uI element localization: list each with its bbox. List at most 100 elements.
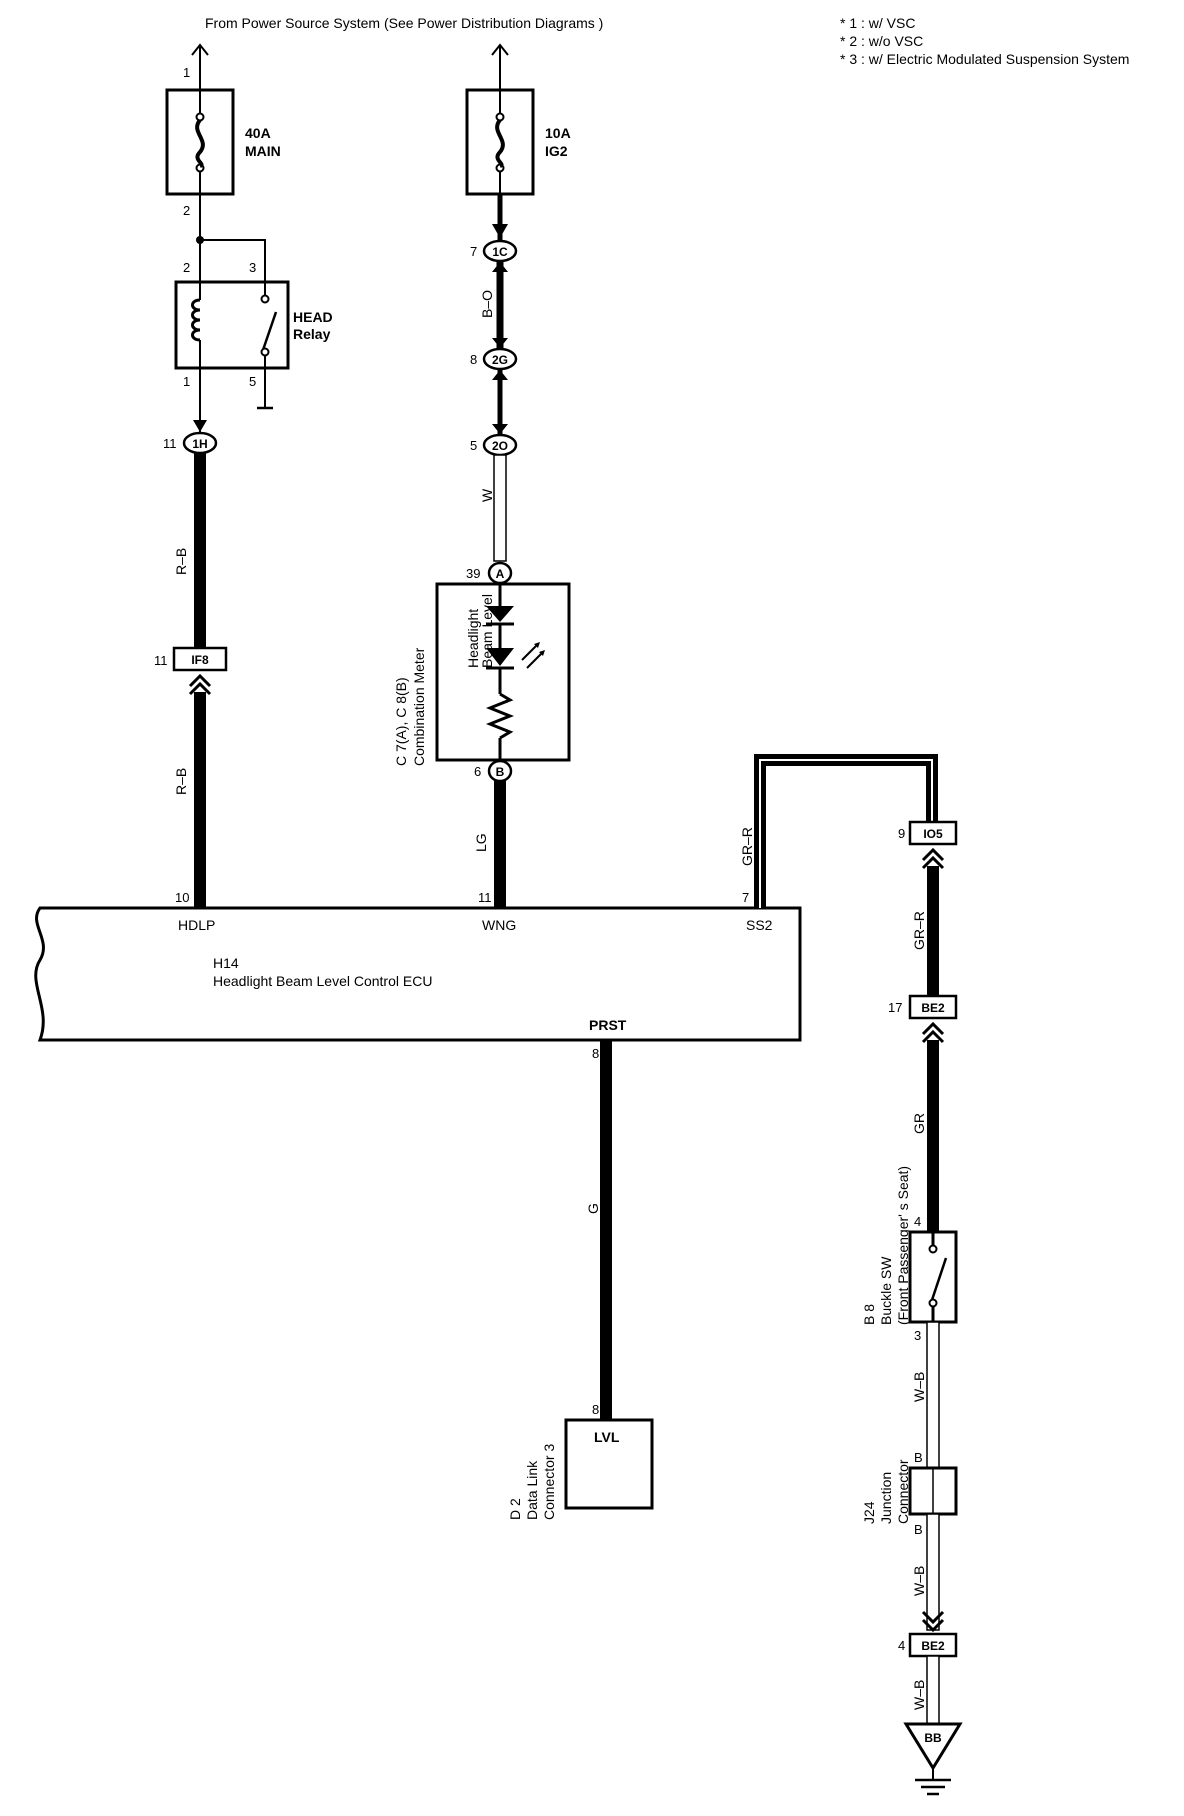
relay-pin-3: 3: [249, 260, 256, 275]
meter-label-2: Combination Meter: [411, 647, 427, 766]
ecu-pin-wng: 11: [478, 890, 492, 905]
buckle-label-1: B 8: [861, 1304, 877, 1325]
connector-if8-label: IF8: [191, 653, 209, 667]
ig2-fuse-name: IG2: [545, 143, 568, 159]
ground-icon: [915, 1778, 951, 1796]
relay-coil-icon: [191, 298, 201, 342]
fuse-element-icon: [195, 118, 205, 168]
conn-1c-pin: 7: [470, 244, 477, 259]
ecu-term-hdlp: HDLP: [178, 917, 215, 933]
wire-wb-middle: [926, 1513, 940, 1631]
junction-label-3: Connector: [895, 1459, 911, 1524]
wire-rb-upper-label: R–B: [173, 548, 189, 575]
relay-name-1: HEAD: [293, 309, 333, 325]
connector-2g-label: 2G: [492, 353, 508, 367]
buckle-circuit: GR–R 9 IO5 GR–R 17 BE2 GR 4 B 8 Buckle S…: [739, 754, 963, 1796]
wire-wb-middle-label: W–B: [911, 1566, 927, 1596]
dlc-label-3: Connector 3: [541, 1444, 557, 1520]
conn-2o-pin: 5: [470, 438, 477, 453]
connector-a-label: A: [496, 567, 505, 581]
buckle-label-2: Buckle SW: [878, 1256, 894, 1325]
connector-be2-lower-label: BE2: [921, 1639, 945, 1653]
ecu-name: Headlight Beam Level Control ECU: [213, 973, 432, 989]
dlc-terminal: LVL: [594, 1429, 620, 1445]
ecu-pin-ss2: 7: [742, 890, 749, 905]
wire-wb-upper-label: W–B: [911, 1372, 927, 1402]
ground-point-bb-label: BB: [924, 1731, 942, 1745]
conn-a-pin: 39: [466, 566, 480, 581]
meter-label-1: C 7(A), C 8(B): [393, 677, 409, 766]
conn-2g-pin: 8: [470, 352, 477, 367]
main-circuit: 1 40A MAIN 2 2 3 HEAD Relay 1 5: [154, 43, 333, 908]
ecu-term-wng: WNG: [482, 917, 516, 933]
connector-b-label: B: [496, 765, 505, 779]
ecu-code: H14: [213, 955, 239, 971]
junction-pin-bottom: B: [914, 1522, 923, 1537]
connector-io5: [908, 820, 958, 846]
junction-pin-top: B: [914, 1450, 923, 1465]
connector-io5-label: IO5: [923, 827, 943, 841]
relay-pin-5: 5: [249, 374, 256, 389]
ig2-circuit: 10A IG2 7 1C B–O 8 2G 5 2O W 39 A: [393, 43, 571, 908]
wire-w-label: W: [479, 488, 495, 502]
relay-name-2: Relay: [293, 326, 331, 342]
buckle-switch-icon: [930, 1257, 948, 1301]
dlc-pin: 8: [592, 1402, 599, 1417]
wire-rb-lower-label: R–B: [173, 768, 189, 795]
ecu-pin-prst: 8: [592, 1046, 599, 1061]
connector-be2-upper-label: BE2: [921, 1001, 945, 1015]
wire-wb-upper: [926, 1321, 940, 1469]
junction-label-1: J24: [861, 1501, 877, 1524]
wire-lg-label: LG: [473, 833, 489, 852]
connector-1c-label: 1C: [492, 245, 508, 259]
ecu-pin-hdlp: 10: [175, 890, 189, 905]
wire-grr-loop: [754, 754, 938, 908]
wire-bo-label: B–O: [479, 290, 495, 318]
wire-grr-loop-label: GR–R: [739, 827, 755, 866]
conn-io5-pin: 9: [898, 826, 905, 841]
wire-grr-label: GR–R: [911, 911, 927, 950]
head-relay: [174, 280, 290, 370]
main-fuse-pin-bottom: 2: [183, 203, 190, 218]
connector-be2-upper: [908, 994, 958, 1020]
junction-label-2: Junction: [878, 1472, 894, 1524]
buckle-pin-top: 4: [914, 1214, 921, 1229]
wire-w: [493, 454, 507, 562]
wire-wb-lower: [926, 1655, 940, 1725]
main-fuse-name: MAIN: [245, 143, 281, 159]
note-line-1: * 1 : w/ VSC: [840, 15, 915, 31]
data-link-connector: [564, 1418, 654, 1510]
connector-if8: [172, 646, 228, 672]
power-source-label: From Power Source System (See Power Dist…: [205, 15, 603, 31]
wire-g-label: G: [585, 1203, 601, 1214]
conn-be2b-pin: 4: [898, 1638, 905, 1653]
connector-1h-label: 1H: [192, 437, 207, 451]
ecu-box: [34, 906, 802, 1042]
relay-pin-1: 1: [183, 374, 190, 389]
conn-if8-pin: 11: [154, 653, 168, 668]
relay-switch-icon: [261, 311, 278, 351]
main-fuse-amp: 40A: [245, 125, 271, 141]
buckle-label-3: (Front Passenger' s Seat): [895, 1166, 911, 1325]
conn-be2a-pin: 17: [888, 1000, 902, 1015]
dlc-circuit: G 8 LVL D 2 Data Link Connector 3: [507, 1040, 654, 1520]
buckle-pin-bottom: 3: [914, 1328, 921, 1343]
fuse-element-icon-2: [495, 118, 505, 168]
ecu-h14: 10 HDLP 11 WNG 7 SS2 H14 Headlight Beam …: [34, 890, 802, 1061]
wire-wb-lower-label: W–B: [911, 1680, 927, 1710]
ground-point-bb: [903, 1722, 963, 1771]
note-line-2: * 2 : w/o VSC: [840, 33, 923, 49]
relay-pin-2: 2: [183, 260, 190, 275]
dlc-label-1: D 2: [507, 1498, 523, 1520]
note-line-3: * 3 : w/ Electric Modulated Suspension S…: [840, 51, 1129, 67]
ecu-term-ss2: SS2: [746, 917, 773, 933]
led-icon: [486, 648, 514, 666]
meter-indicator-2: Beam Level: [479, 594, 495, 668]
conn-1h-pin: 11: [163, 436, 177, 451]
connector-2o-label: 2O: [492, 439, 508, 453]
wire-gr-label: GR: [911, 1113, 927, 1134]
resistor-icon: [485, 692, 515, 740]
meter-indicator-1: Headlight: [465, 609, 481, 668]
main-fuse-pin-top: 1: [183, 65, 190, 80]
ecu-term-prst: PRST: [589, 1017, 627, 1033]
